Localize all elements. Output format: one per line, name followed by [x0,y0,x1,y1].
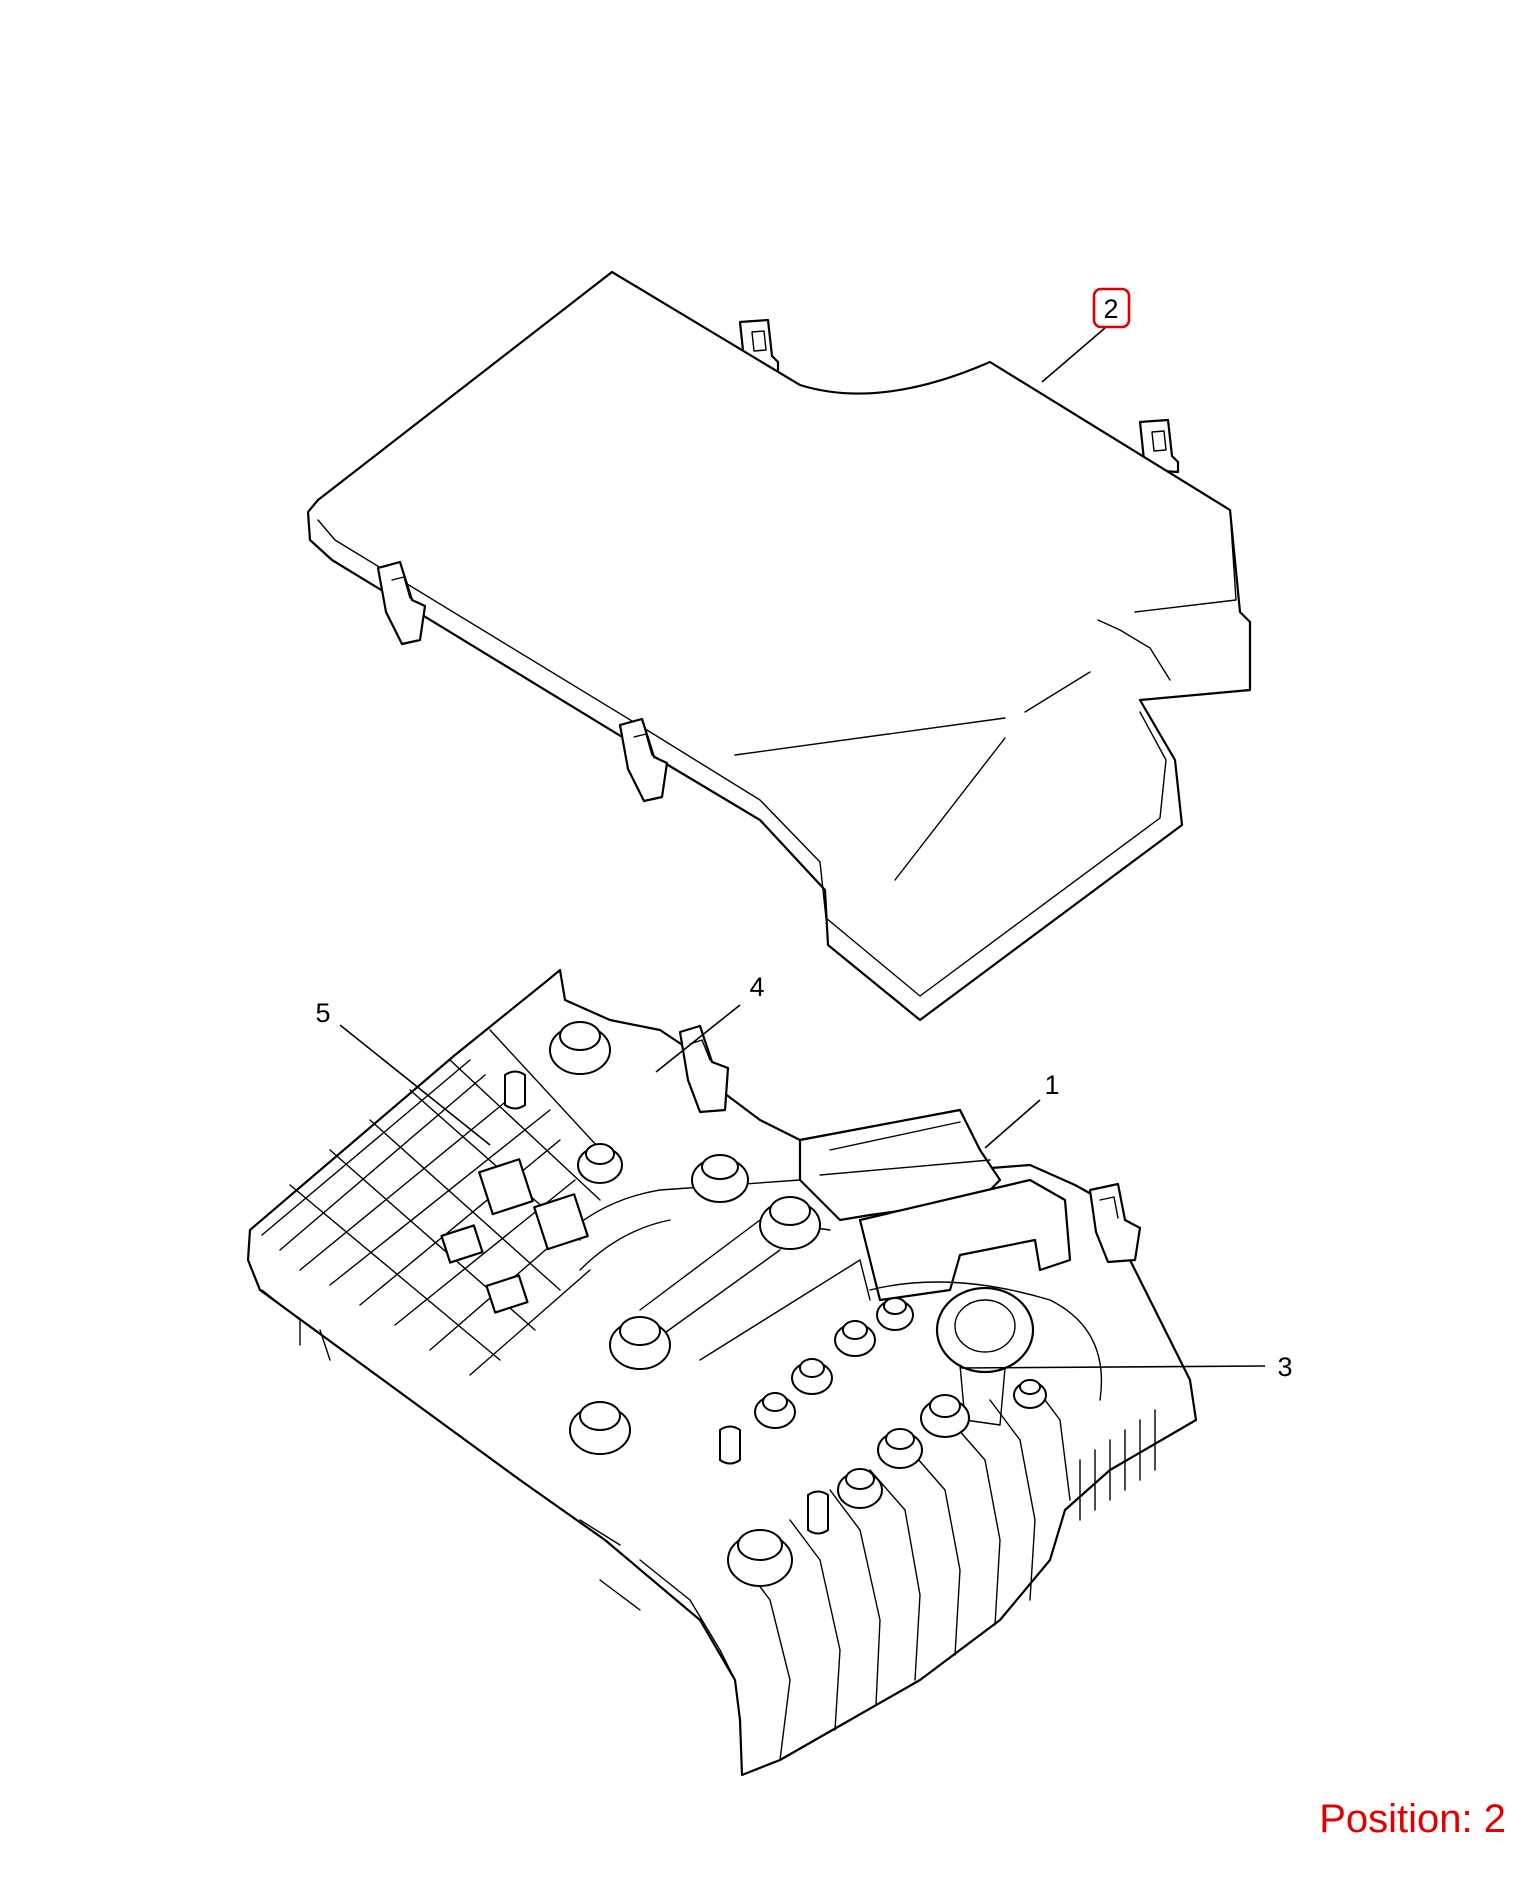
callout-3[interactable]: 3 [959,1352,1293,1382]
nut-14 [837,1468,883,1509]
terminal-nuts [504,1021,1047,1587]
nut-6 [569,1401,631,1455]
nut-13 [877,1428,923,1469]
callout-5[interactable]: 5 [315,998,491,1146]
nut-8 [876,1297,914,1331]
cover-part [306,270,1252,1022]
nut-9 [834,1320,876,1357]
nut-12 [920,1394,970,1438]
callout-1-label: 1 [1044,1070,1059,1100]
callout-1[interactable]: 1 [984,1070,1060,1149]
nut-11 [754,1392,796,1429]
nut-15 [1013,1379,1047,1409]
nut-1 [549,1021,611,1075]
stud-2 [719,1425,741,1465]
stud-3 [807,1490,829,1535]
callout-2-highlight-box [1092,287,1131,329]
callout-5-label: 5 [315,998,330,1028]
nut-7 [727,1529,793,1587]
stud-1 [504,1070,526,1110]
callout-4-label: 4 [749,972,764,1002]
nut-3 [691,1154,749,1203]
callout-4[interactable]: 4 [655,972,765,1073]
nut-5 [609,1316,671,1370]
nut-2 [577,1143,623,1184]
nut-10 [791,1358,833,1395]
nut-4 [759,1196,821,1250]
callout-3-label: 3 [1277,1352,1292,1382]
callout-2-label: 2 [1103,294,1118,324]
callout-2[interactable]: 2 [1041,287,1131,383]
fuse-box-base [246,968,1198,1777]
position-label: Position: 2 [1319,1797,1506,1841]
